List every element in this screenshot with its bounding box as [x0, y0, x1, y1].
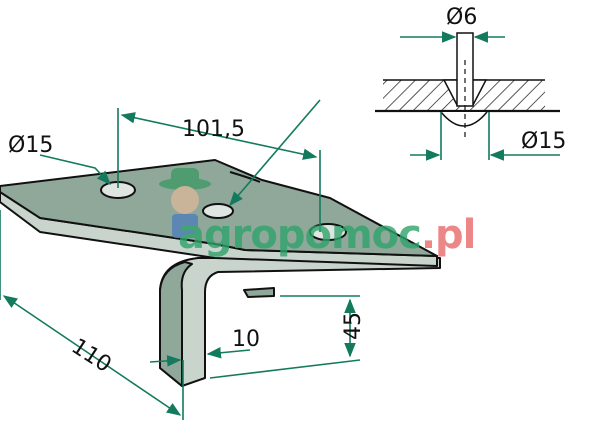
watermark-logo: agropomoc.pl [159, 168, 476, 258]
label-hole-diameter: Ø15 [8, 133, 53, 158]
watermark-text-line: agropomoc.pl [178, 212, 475, 258]
label-hole-spacing: 101,5 [182, 117, 245, 142]
hole-right [309, 223, 347, 241]
label-bolt-diameter: Ø6 [446, 5, 477, 30]
countersink-detail [375, 31, 560, 161]
label-leg-thickness: 10 [232, 327, 260, 352]
label-countersink-diameter: Ø15 [521, 129, 566, 154]
dimension-lines [0, 99, 361, 420]
label-leg-height: 45 [341, 312, 366, 340]
watermark-suffix: .pl [421, 212, 476, 258]
label-plate-width: 110 [67, 334, 116, 378]
hole-middle [202, 203, 234, 219]
watermark-text: agropomoc [178, 212, 421, 258]
